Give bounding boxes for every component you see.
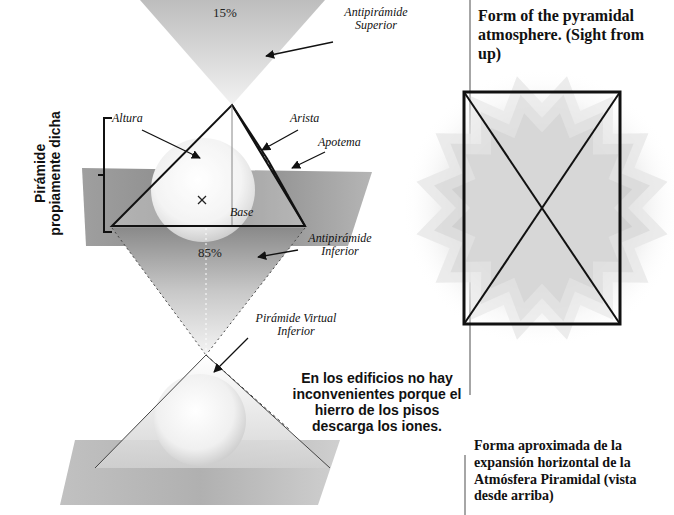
part-label: Antipirámide Inferior [300,232,380,258]
part-label: Arista [290,112,340,125]
lower-antipyramid [112,228,305,355]
virtual-sphere [154,374,246,466]
part-label: Pirámide Virtual Inferior [246,312,346,338]
part-label: Base [230,206,270,219]
dotted-extension [112,228,305,355]
halo-ray [417,76,668,340]
virtual-edges [95,355,330,468]
percentage: 85% [185,246,235,260]
part-label: Apotema [318,136,378,149]
divider [464,455,466,515]
part-label: Altura [112,112,162,125]
note: En los edificios no hay inconvenientes p… [292,370,462,434]
virtual-pyramid [95,355,330,468]
section-label: Pirámide propiamente dicha [33,103,64,243]
halo [402,68,674,348]
top-view-diagonals [464,92,620,324]
title: Form of the pyramidal atmosphere. (Sight… [478,6,670,64]
part-label: Antipirámide Superior [336,6,416,32]
top-view-square [464,92,620,324]
caption: Forma aproximada de la expansión horizon… [474,438,670,505]
pyramid [112,105,305,226]
percentage: 15% [200,6,250,20]
bracket [98,118,112,232]
centre-marker [198,196,206,204]
upper-antipyramid [140,0,325,105]
